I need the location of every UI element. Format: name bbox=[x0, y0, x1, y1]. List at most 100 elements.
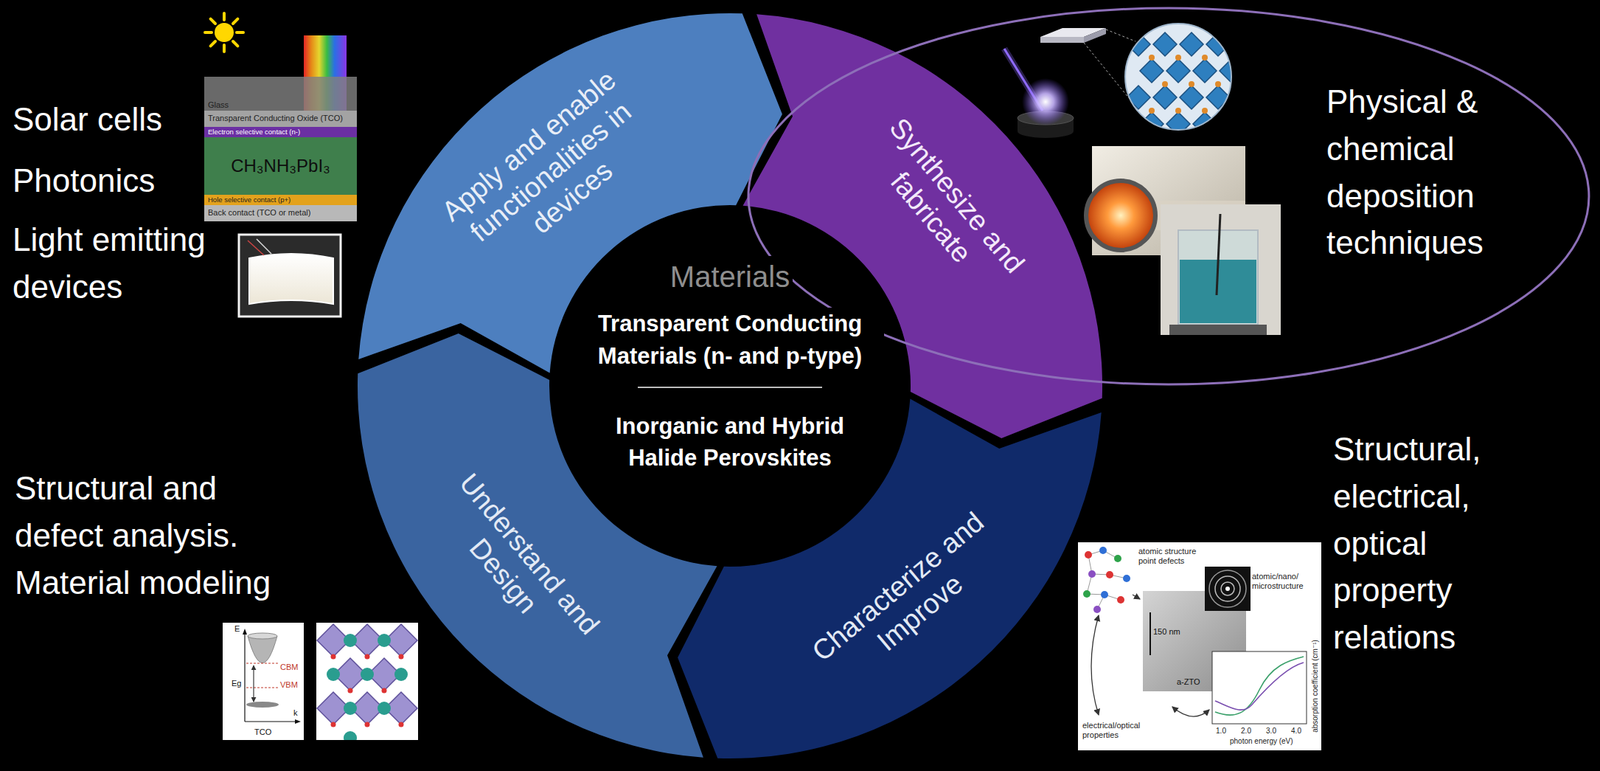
substrate-side bbox=[1083, 28, 1106, 43]
octahedron bbox=[1139, 58, 1164, 83]
x-site-atom bbox=[348, 687, 354, 694]
substrate-side bbox=[1040, 36, 1084, 43]
label-anchor: a-ZTO bbox=[1176, 676, 1201, 687]
a-site-atom bbox=[343, 633, 357, 647]
a-site-atom bbox=[343, 730, 357, 740]
atom bbox=[1122, 574, 1131, 582]
device-layer: Glass bbox=[204, 76, 357, 111]
cycle-segment: Characterize and Improve bbox=[357, 13, 1103, 758]
a-site-atom bbox=[394, 667, 408, 681]
material-class: Transparent Conducting Materials (n- and… bbox=[575, 307, 885, 372]
layer-label: Electron selective contact (n-) bbox=[207, 127, 301, 136]
octahedron bbox=[1166, 112, 1191, 136]
beaker-photo bbox=[1160, 204, 1281, 335]
figure-label: atomic structure point defects bbox=[1138, 546, 1202, 566]
section-heading: Materials bbox=[667, 255, 793, 298]
a-site-atom bbox=[377, 633, 391, 647]
absorption-plot bbox=[1212, 651, 1307, 724]
atom bbox=[1099, 546, 1107, 554]
octahedron bbox=[1166, 58, 1191, 83]
label-anchor: 150 nm bbox=[1153, 626, 1181, 637]
ellipse-label-anchor: Physical & chemical deposition technique… bbox=[1326, 78, 1495, 267]
furnace-ring bbox=[1086, 180, 1156, 250]
atom bbox=[1215, 81, 1222, 88]
arrow-segment bbox=[677, 398, 1102, 758]
characterization-panel bbox=[1077, 541, 1322, 750]
axis-arrow bbox=[242, 628, 248, 635]
atom bbox=[1148, 107, 1155, 114]
label-anchor: k bbox=[293, 707, 298, 718]
valence-band bbox=[246, 701, 279, 708]
stir-rod bbox=[1216, 213, 1221, 295]
label-anchor: Eg bbox=[231, 678, 242, 688]
sun-ray bbox=[232, 41, 238, 46]
atom bbox=[1084, 550, 1092, 559]
relation-arrow bbox=[1091, 614, 1099, 715]
diffraction-center bbox=[1225, 586, 1230, 591]
center-circle: MaterialsTransparent Conducting Material… bbox=[549, 204, 911, 567]
target-base bbox=[1017, 124, 1074, 138]
method-label: Structural and defect analysis. Material… bbox=[14, 464, 284, 606]
octahedron bbox=[1179, 32, 1204, 57]
x-site-atom bbox=[364, 721, 371, 728]
octahedron bbox=[1192, 58, 1217, 83]
sun-ray bbox=[236, 30, 244, 34]
label-anchor: photon energy (eV) bbox=[1229, 736, 1294, 746]
perovskite-panel bbox=[316, 622, 419, 740]
atom bbox=[1201, 54, 1208, 61]
axis-label: photon energy (eV) bbox=[1229, 736, 1294, 746]
tick-label: 1.0 bbox=[1212, 726, 1230, 736]
atom-cluster bbox=[1083, 546, 1131, 613]
zoom-line bbox=[1105, 29, 1136, 42]
sun-ray bbox=[204, 30, 212, 34]
scale-label: 150 nm bbox=[1153, 626, 1181, 637]
label-anchor: Light emitting devices bbox=[12, 216, 227, 311]
center-disk bbox=[550, 206, 910, 565]
figure-label: a-ZTO bbox=[1176, 676, 1201, 687]
label-anchor: electrical/optical properties bbox=[1082, 720, 1164, 740]
x-site-atom bbox=[364, 654, 371, 660]
band-diagram-panel bbox=[222, 622, 304, 740]
axis-label: absorption coefficient (cm⁻¹) bbox=[1310, 639, 1320, 733]
perovskite-structure bbox=[317, 623, 418, 740]
atom bbox=[1114, 554, 1122, 562]
a-site-atom bbox=[377, 701, 391, 715]
tick-label: 4.0 bbox=[1287, 726, 1306, 736]
atom bbox=[1162, 81, 1168, 88]
sun-ray bbox=[210, 19, 216, 24]
atom bbox=[1148, 54, 1155, 61]
label-anchor: Photonics bbox=[12, 157, 205, 205]
diffraction-ring bbox=[1221, 581, 1235, 596]
octahedron bbox=[1153, 32, 1177, 57]
figure-label: TCO bbox=[254, 727, 272, 737]
axis-arrow bbox=[294, 718, 301, 724]
figure-label: atomic/nano/ microstructure bbox=[1251, 571, 1319, 591]
axis-label: k bbox=[293, 707, 298, 718]
x-site-atom bbox=[331, 721, 337, 728]
relation-arrow bbox=[1132, 594, 1140, 599]
label-anchor: E bbox=[234, 623, 240, 634]
segment-shape bbox=[357, 13, 1103, 758]
label-anchor: Solar cells bbox=[12, 95, 205, 144]
device-layer: Electron selective contact (n-) bbox=[204, 126, 357, 138]
application-label: Photonics bbox=[12, 157, 205, 205]
oled-wire bbox=[256, 238, 272, 254]
axis-label: E bbox=[234, 623, 240, 634]
label-anchor: atomic/nano/ microstructure bbox=[1251, 571, 1319, 591]
octahedron bbox=[1179, 85, 1204, 110]
arrow-segment bbox=[743, 14, 1103, 438]
absorption-curve bbox=[1215, 656, 1304, 715]
x-site-atom bbox=[398, 721, 405, 728]
label-anchor: 4.0 bbox=[1287, 726, 1306, 736]
tick-label: 3.0 bbox=[1262, 726, 1280, 736]
atom bbox=[1175, 54, 1182, 61]
oled-photo bbox=[238, 234, 341, 317]
layer-label: Transparent Conducting Oxide (TCO) bbox=[207, 113, 343, 124]
energy-axis bbox=[244, 632, 245, 722]
a-site-atom bbox=[326, 667, 340, 681]
center-text-column: MaterialsTransparent Conducting Material… bbox=[549, 204, 911, 567]
atom bbox=[1100, 590, 1109, 598]
divider-line bbox=[637, 386, 823, 388]
atom bbox=[1188, 81, 1195, 88]
